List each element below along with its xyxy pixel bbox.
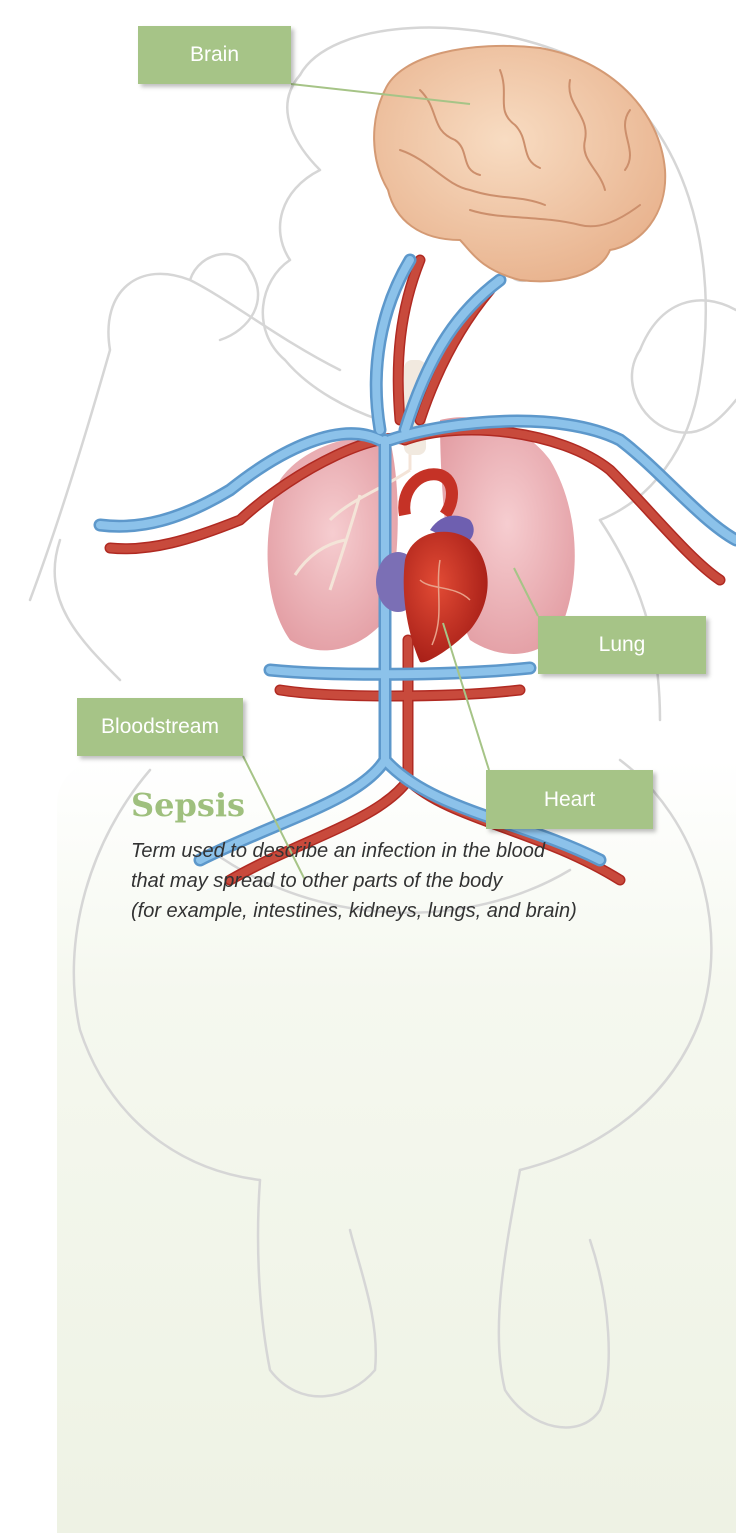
bloodstream-label: Bloodstream bbox=[77, 698, 243, 756]
right-arm-outline bbox=[640, 300, 736, 350]
right-foot-outline bbox=[499, 1170, 609, 1427]
brain-label-text: Brain bbox=[190, 43, 239, 67]
left-foot-outline bbox=[258, 1180, 376, 1396]
description-line: Term used to describe an infection in th… bbox=[131, 836, 651, 866]
left-leg-outline bbox=[74, 770, 260, 1180]
bloodstream-label-text: Bloodstream bbox=[101, 715, 219, 739]
brain bbox=[374, 46, 665, 281]
description-line: that may spread to other parts of the bo… bbox=[131, 866, 651, 896]
lung-label: Lung bbox=[538, 616, 706, 674]
heart-label: Heart bbox=[486, 770, 653, 829]
right-hand-outline bbox=[632, 350, 736, 433]
heart-label-text: Heart bbox=[544, 788, 595, 812]
left-torso-outline bbox=[55, 540, 120, 680]
description-line: (for example, intestines, kidneys, lungs… bbox=[131, 896, 651, 926]
lung-label-text: Lung bbox=[599, 633, 646, 657]
left-hand-outline bbox=[190, 254, 258, 340]
brain-label: Brain bbox=[138, 26, 291, 84]
condition-title: Sepsis bbox=[131, 786, 245, 824]
face-outline bbox=[263, 75, 380, 420]
condition-description: Term used to describe an infection in th… bbox=[131, 836, 651, 926]
